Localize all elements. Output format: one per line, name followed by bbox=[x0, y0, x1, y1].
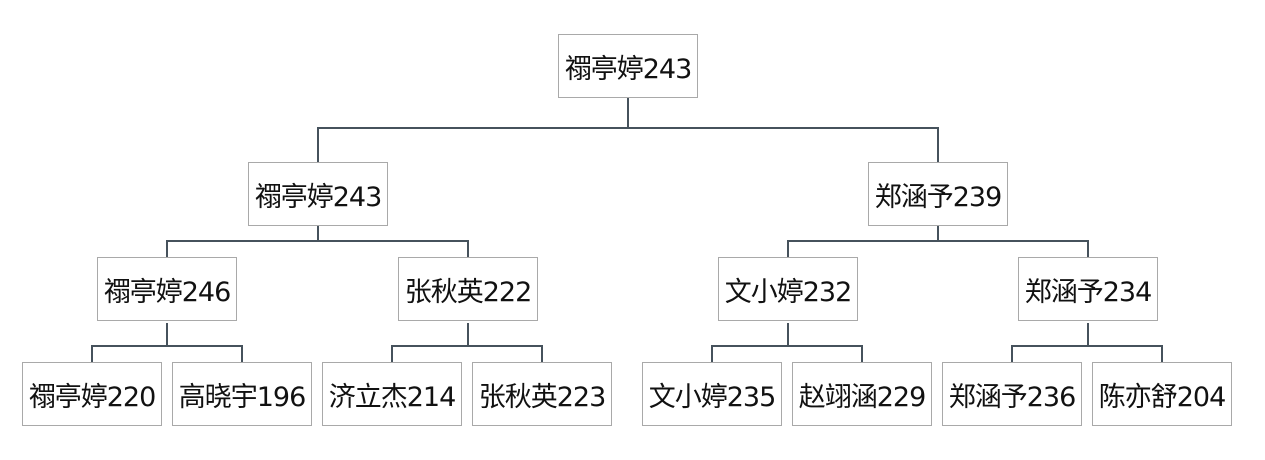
first-round-node: 文小婷235 bbox=[642, 362, 782, 426]
semifinal-node: 禤亭婷243 bbox=[248, 162, 388, 226]
bracket-root-node: 禤亭婷243 bbox=[558, 34, 698, 98]
quarterfinal-node: 郑涵予234 bbox=[1018, 257, 1158, 321]
first-round-node: 陈亦舒204 bbox=[1092, 362, 1232, 426]
first-round-node: 张秋英223 bbox=[472, 362, 612, 426]
first-round-node: 赵翊涵229 bbox=[792, 362, 932, 426]
quarterfinal-node: 禤亭婷246 bbox=[97, 257, 237, 321]
first-round-node: 高晓宇196 bbox=[172, 362, 312, 426]
quarterfinal-node: 文小婷232 bbox=[718, 257, 858, 321]
quarterfinal-node: 张秋英222 bbox=[398, 257, 538, 321]
first-round-node: 禤亭婷220 bbox=[22, 362, 162, 426]
first-round-node: 郑涵予236 bbox=[942, 362, 1082, 426]
first-round-node: 济立杰214 bbox=[322, 362, 462, 426]
semifinal-node: 郑涵予239 bbox=[868, 162, 1008, 226]
